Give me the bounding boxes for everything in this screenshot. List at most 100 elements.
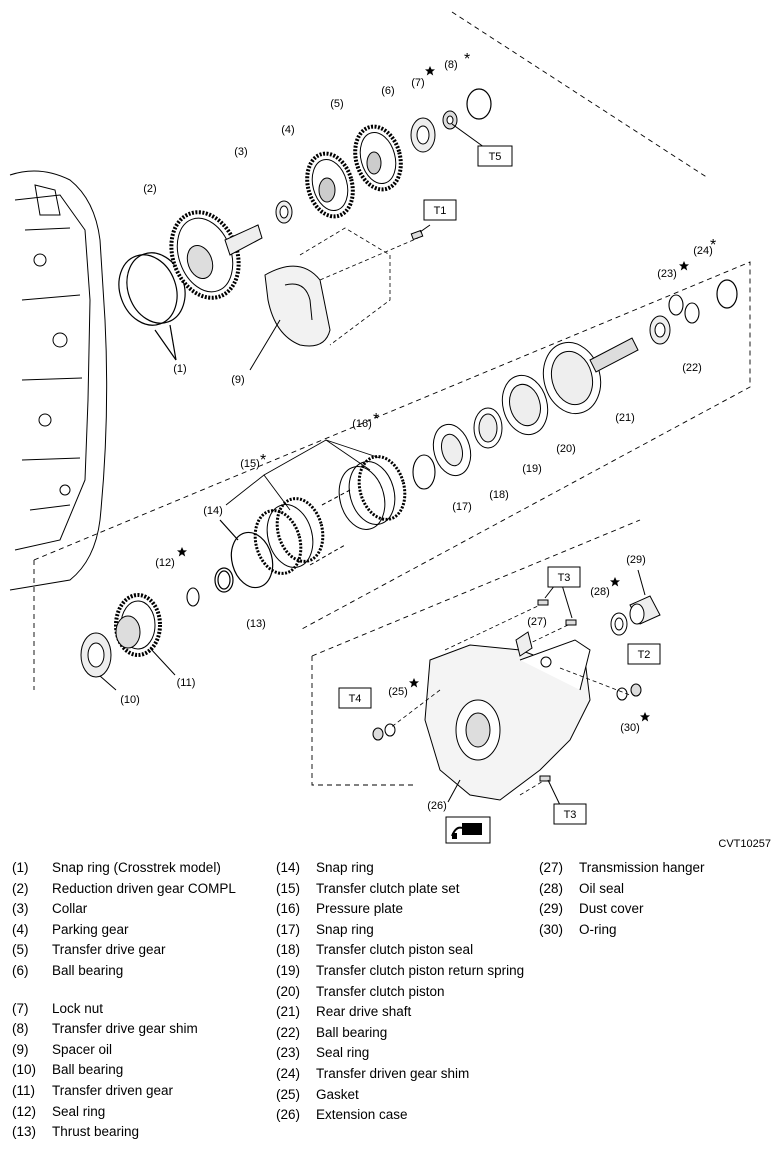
transfer-driven-gear: [114, 593, 176, 676]
legend-item-name: Seal ring: [52, 1103, 106, 1119]
svg-text:T1: T1: [434, 205, 447, 217]
legend-item: (16) Pressure plate: [264, 901, 534, 917]
legend-item-name: Transfer drive gear: [52, 942, 166, 958]
callout-2: (2): [143, 183, 156, 195]
thrust-bearing: [214, 567, 234, 593]
snap-ring-17: [412, 454, 436, 490]
legend-item-name: Transfer driven gear: [52, 1082, 174, 1098]
legend-item-number: (16): [276, 901, 301, 917]
legend-item: (6) Ball bearing: [0, 963, 270, 979]
legend-item-name: Lock nut: [52, 1000, 104, 1016]
callout-14: (14): [203, 505, 223, 517]
torque-box-t3-bottom: T3: [553, 803, 587, 825]
callout-17: (17): [452, 501, 472, 513]
callout-8: (8): [444, 59, 457, 71]
legend-item-name: O-ring: [579, 921, 617, 937]
leader-15-16: [225, 439, 381, 511]
legend-item-number: (14): [276, 860, 301, 875]
legend-item-number: (28): [539, 880, 564, 896]
legend-item-name: Spacer oil: [52, 1041, 113, 1057]
torque-box-t5: T5: [477, 145, 513, 167]
svg-text:T3: T3: [558, 572, 571, 584]
legend-item: (26)Extension case: [264, 1107, 534, 1123]
legend-item: (4) Parking gear: [0, 922, 270, 938]
legend-item: (13)Thrust bearing: [0, 1124, 270, 1140]
legend-column-2: (14)Snap ring(15)Transfer clutch plate s…: [264, 860, 534, 1128]
legend-item: (5)Transfer drive gear: [0, 942, 270, 958]
legend-item: (25)Gasket: [264, 1087, 534, 1103]
legend-item: (15)Transfer clutch plate set: [264, 881, 534, 897]
legend-item-number: (9): [12, 1041, 29, 1057]
callout-27: (27): [527, 616, 547, 628]
spacer-oil-guide-lines: [299, 227, 419, 346]
legend-item-number: (10): [12, 1062, 37, 1078]
legend-item: (19)Transfer clutch piston return spring: [264, 963, 534, 979]
svg-text:T2: T2: [638, 649, 651, 661]
transfer-drive-gear: [353, 124, 403, 192]
legend-item-number: (15): [276, 880, 301, 896]
legend-item-number: (20): [276, 983, 301, 999]
legend-item-name: Ball bearing: [316, 1024, 388, 1040]
legend-item-name: Pressure plate: [316, 901, 404, 917]
callout-21: (21): [615, 412, 635, 424]
legend-item-number: (11): [12, 1082, 36, 1098]
callout-22: (22): [682, 362, 702, 374]
callout-19: (19): [522, 463, 542, 475]
legend-item-number: (4): [12, 921, 29, 937]
svg-text:*: *: [373, 411, 379, 428]
seal-ring-12: [186, 587, 200, 607]
legend-item-number: (17): [276, 921, 301, 937]
legend-item-name: Oil seal: [579, 880, 625, 896]
legend-item: (21)Rear drive shaft: [264, 1004, 534, 1020]
legend-item: (11) Transfer driven gear: [0, 1083, 270, 1099]
legend-item-number: (19): [276, 962, 301, 978]
callout-30: (30): [620, 722, 640, 734]
legend-item-number: (29): [539, 901, 564, 917]
legend-item: (22) Ball bearing: [264, 1025, 534, 1041]
legend-item: (8)Transfer drive gear shim: [0, 1021, 270, 1037]
callout-3: (3): [234, 146, 247, 158]
legend-item-number: (24): [276, 1065, 301, 1081]
legend-item-name: Extension case: [316, 1107, 408, 1123]
svg-text:T5: T5: [489, 151, 502, 163]
pressure-plate: [338, 455, 407, 530]
legend-item-number: (3): [12, 901, 29, 917]
legend-item-name: Transfer drive gear shim: [52, 1021, 198, 1037]
spacer-oil: [249, 265, 331, 371]
legend-item-number: (12): [12, 1103, 37, 1119]
legend-item-number: (18): [276, 942, 301, 958]
legend-item-number: (6): [12, 962, 29, 978]
legend-item: (10)Ball bearing: [0, 1062, 270, 1078]
callout-26: (26): [427, 800, 447, 812]
transfer-clutch-piston: [501, 374, 549, 436]
legend-item-name: Transfer driven gear shim: [316, 1065, 470, 1081]
exploded-view-diagram: T1 T5 T3 T2 T4 T3 (1) (2) (3) (4) (5) (6…: [9, 11, 751, 844]
callout-25: (25): [388, 686, 408, 698]
ball-bearing-10: [80, 632, 117, 691]
legend-item-name: Ball bearing: [52, 962, 124, 978]
snap-ring-14: [219, 519, 274, 589]
o-ring: [616, 683, 642, 701]
legend-item-name: Parking gear: [52, 921, 129, 937]
transfer-clutch-piston-return-spring: [473, 407, 503, 449]
legend-item-number: (25): [276, 1086, 301, 1102]
callout-6: (6): [381, 85, 394, 97]
callout-1: (1): [173, 363, 186, 375]
legend-item-name: Dust cover: [579, 901, 644, 917]
torque-box-t3-top: T3: [547, 566, 581, 588]
transmission-hanger: [515, 631, 533, 657]
callout-18: (18): [489, 489, 509, 501]
oil-seal: [610, 612, 628, 636]
legend-item: (20)Transfer clutch piston: [264, 984, 534, 1000]
transfer-clutch-plate-set: [253, 489, 351, 575]
svg-text:*: *: [710, 237, 716, 254]
legend-item-name: Collar: [52, 901, 88, 917]
dashed-frame-lower: [311, 519, 641, 786]
callout-12: (12): [155, 557, 175, 569]
svg-text:*: *: [260, 452, 266, 469]
legend-item-number: (22): [276, 1024, 301, 1040]
torque-box-t4: T4: [338, 687, 372, 709]
figure-id: CVT10257: [718, 838, 771, 850]
legend-item: (24) Transfer driven gear shim: [264, 1066, 534, 1082]
collar: [275, 200, 293, 224]
